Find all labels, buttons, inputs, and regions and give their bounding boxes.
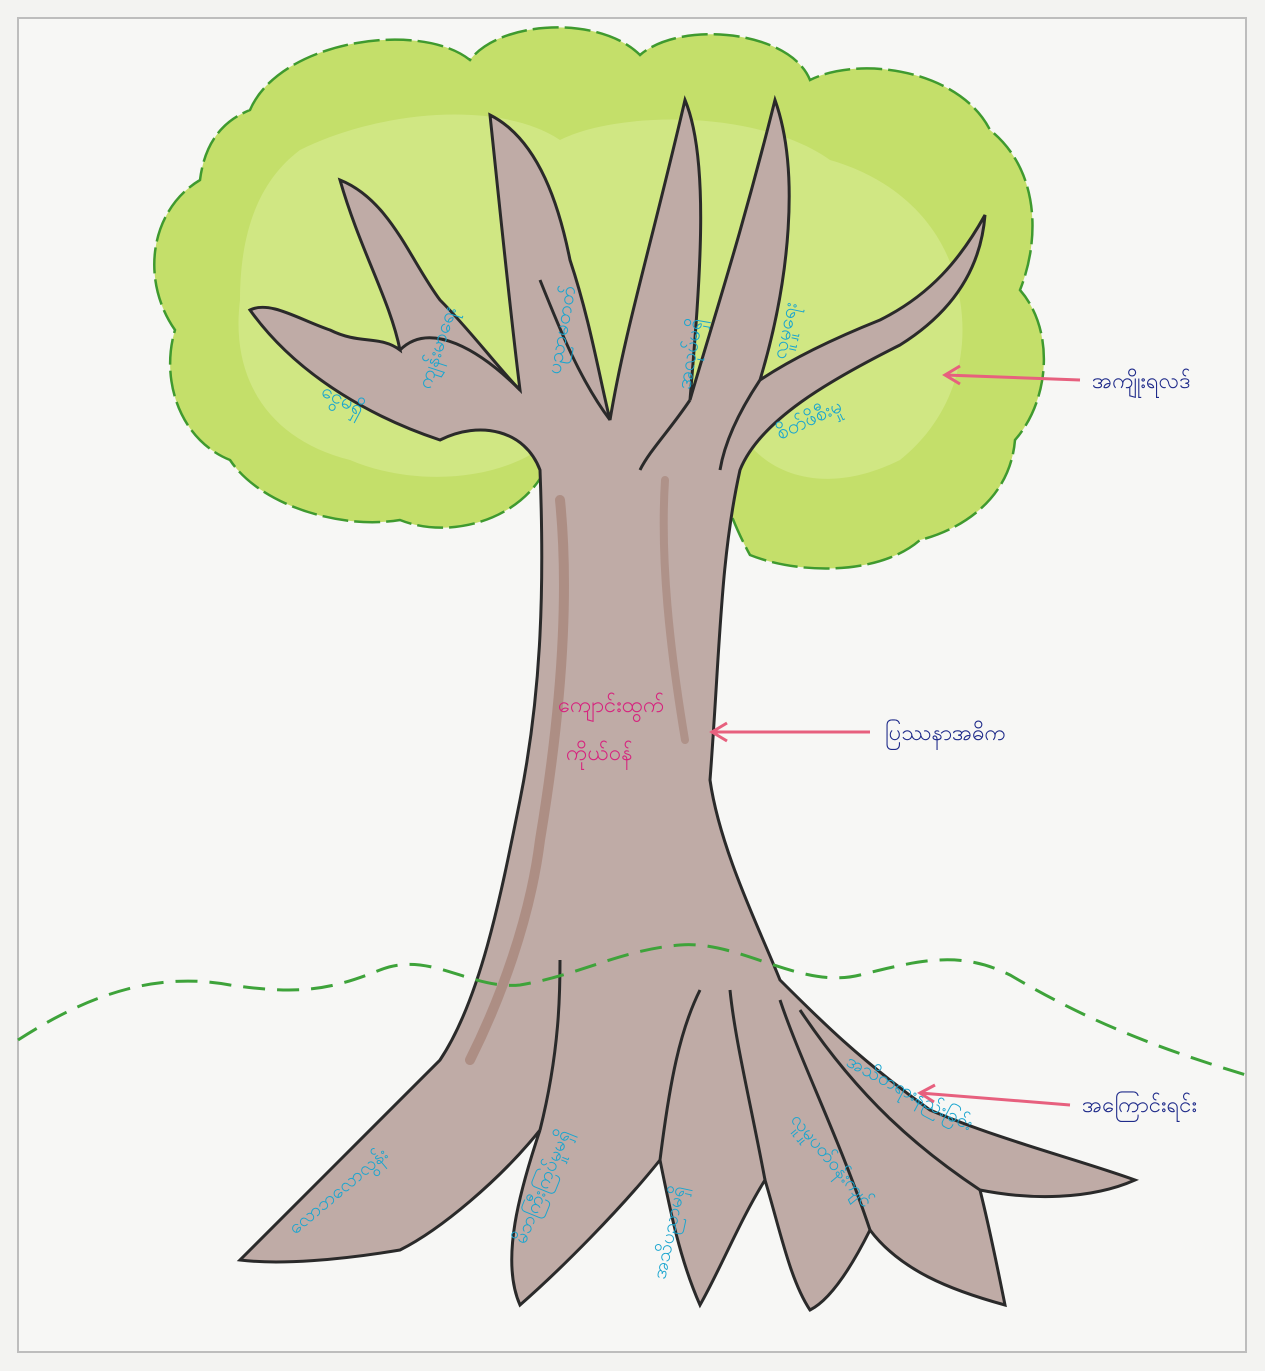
roots-label: အကြောင်းရင်း: [1082, 1091, 1197, 1122]
trunk-text-line2: ကိုယ်ဝန်: [566, 740, 633, 770]
trunk-label: ပြဿနာအဓိက: [885, 719, 1006, 750]
